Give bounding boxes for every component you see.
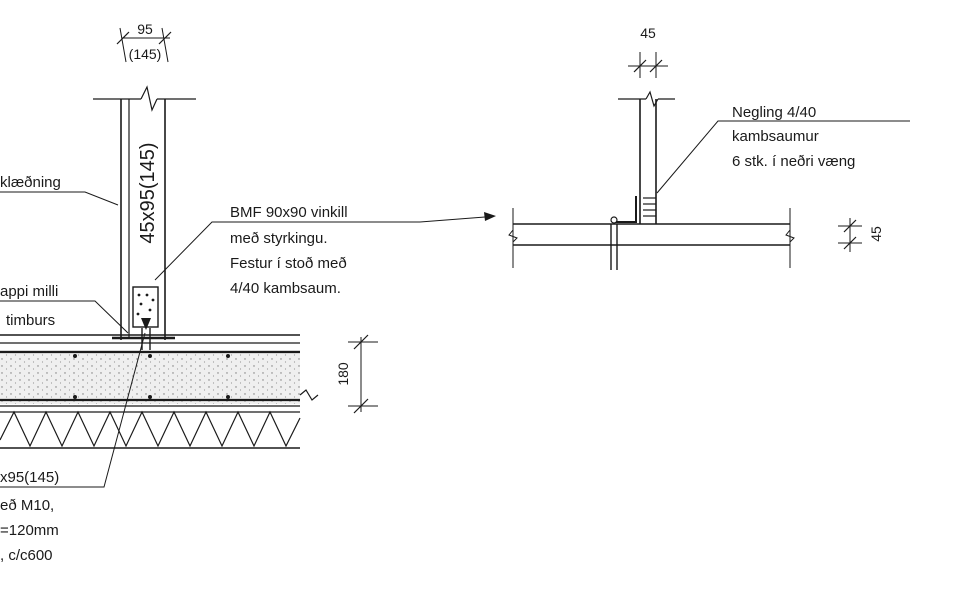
top-width-dimension: 95 (145): [116, 21, 172, 63]
note-cladding: klæðning: [0, 174, 61, 191]
right-dim-side-label: 45: [868, 226, 884, 242]
nail-note-line-3: 6 stk. í neðri væng: [732, 153, 855, 170]
note-plate-line-2: eð M10,: [0, 497, 54, 514]
note-bracket-line-3: Festur í stoð með: [230, 255, 347, 272]
right-stud: [618, 90, 675, 224]
right-plate: [508, 208, 795, 270]
nail-note-line-2: kambsaumur: [732, 128, 819, 145]
note-plate-line-4: , c/c600: [0, 547, 53, 564]
top-dim-value-paren: (145): [129, 46, 162, 62]
note-plate-line-3: =120mm: [0, 522, 59, 539]
right-top-dimension: 45: [628, 25, 668, 78]
note-bracket-line-4: 4/40 kambsaum.: [230, 280, 341, 297]
right-detail: 45: [419, 25, 910, 270]
left-leader-lines: [0, 191, 420, 488]
note-gap-line-2: timburs: [6, 312, 55, 329]
top-dim-value: 95: [137, 21, 153, 37]
nail-leader-line: [656, 120, 910, 194]
right-dim-top-label: 45: [640, 25, 656, 41]
insulation-layer: [0, 410, 301, 449]
slab-thickness-dimension: 180: [335, 334, 378, 414]
bmf-angle-bracket: [132, 286, 159, 378]
note-gap-line-1: appi milli: [0, 283, 58, 300]
note-bracket-line-2: með styrkingu.: [230, 230, 328, 247]
right-side-dimension: 45: [838, 218, 884, 252]
note-bracket-line-1: BMF 90x90 vinkill: [230, 204, 348, 221]
left-detail: 95 (145) 45x95(145): [0, 21, 420, 564]
right-angle-bracket: [610, 196, 656, 224]
stud-dimension-label: 45x95(145): [137, 142, 159, 243]
detail-reference-arrow: [419, 212, 496, 223]
nail-note-line-1: Negling 4/40: [732, 104, 816, 121]
vertical-stud: 45x95(145): [93, 85, 196, 340]
note-plate-line-1: x95(145): [0, 469, 59, 486]
dim-180-label: 180: [335, 362, 351, 386]
concrete-slab: [0, 334, 319, 413]
